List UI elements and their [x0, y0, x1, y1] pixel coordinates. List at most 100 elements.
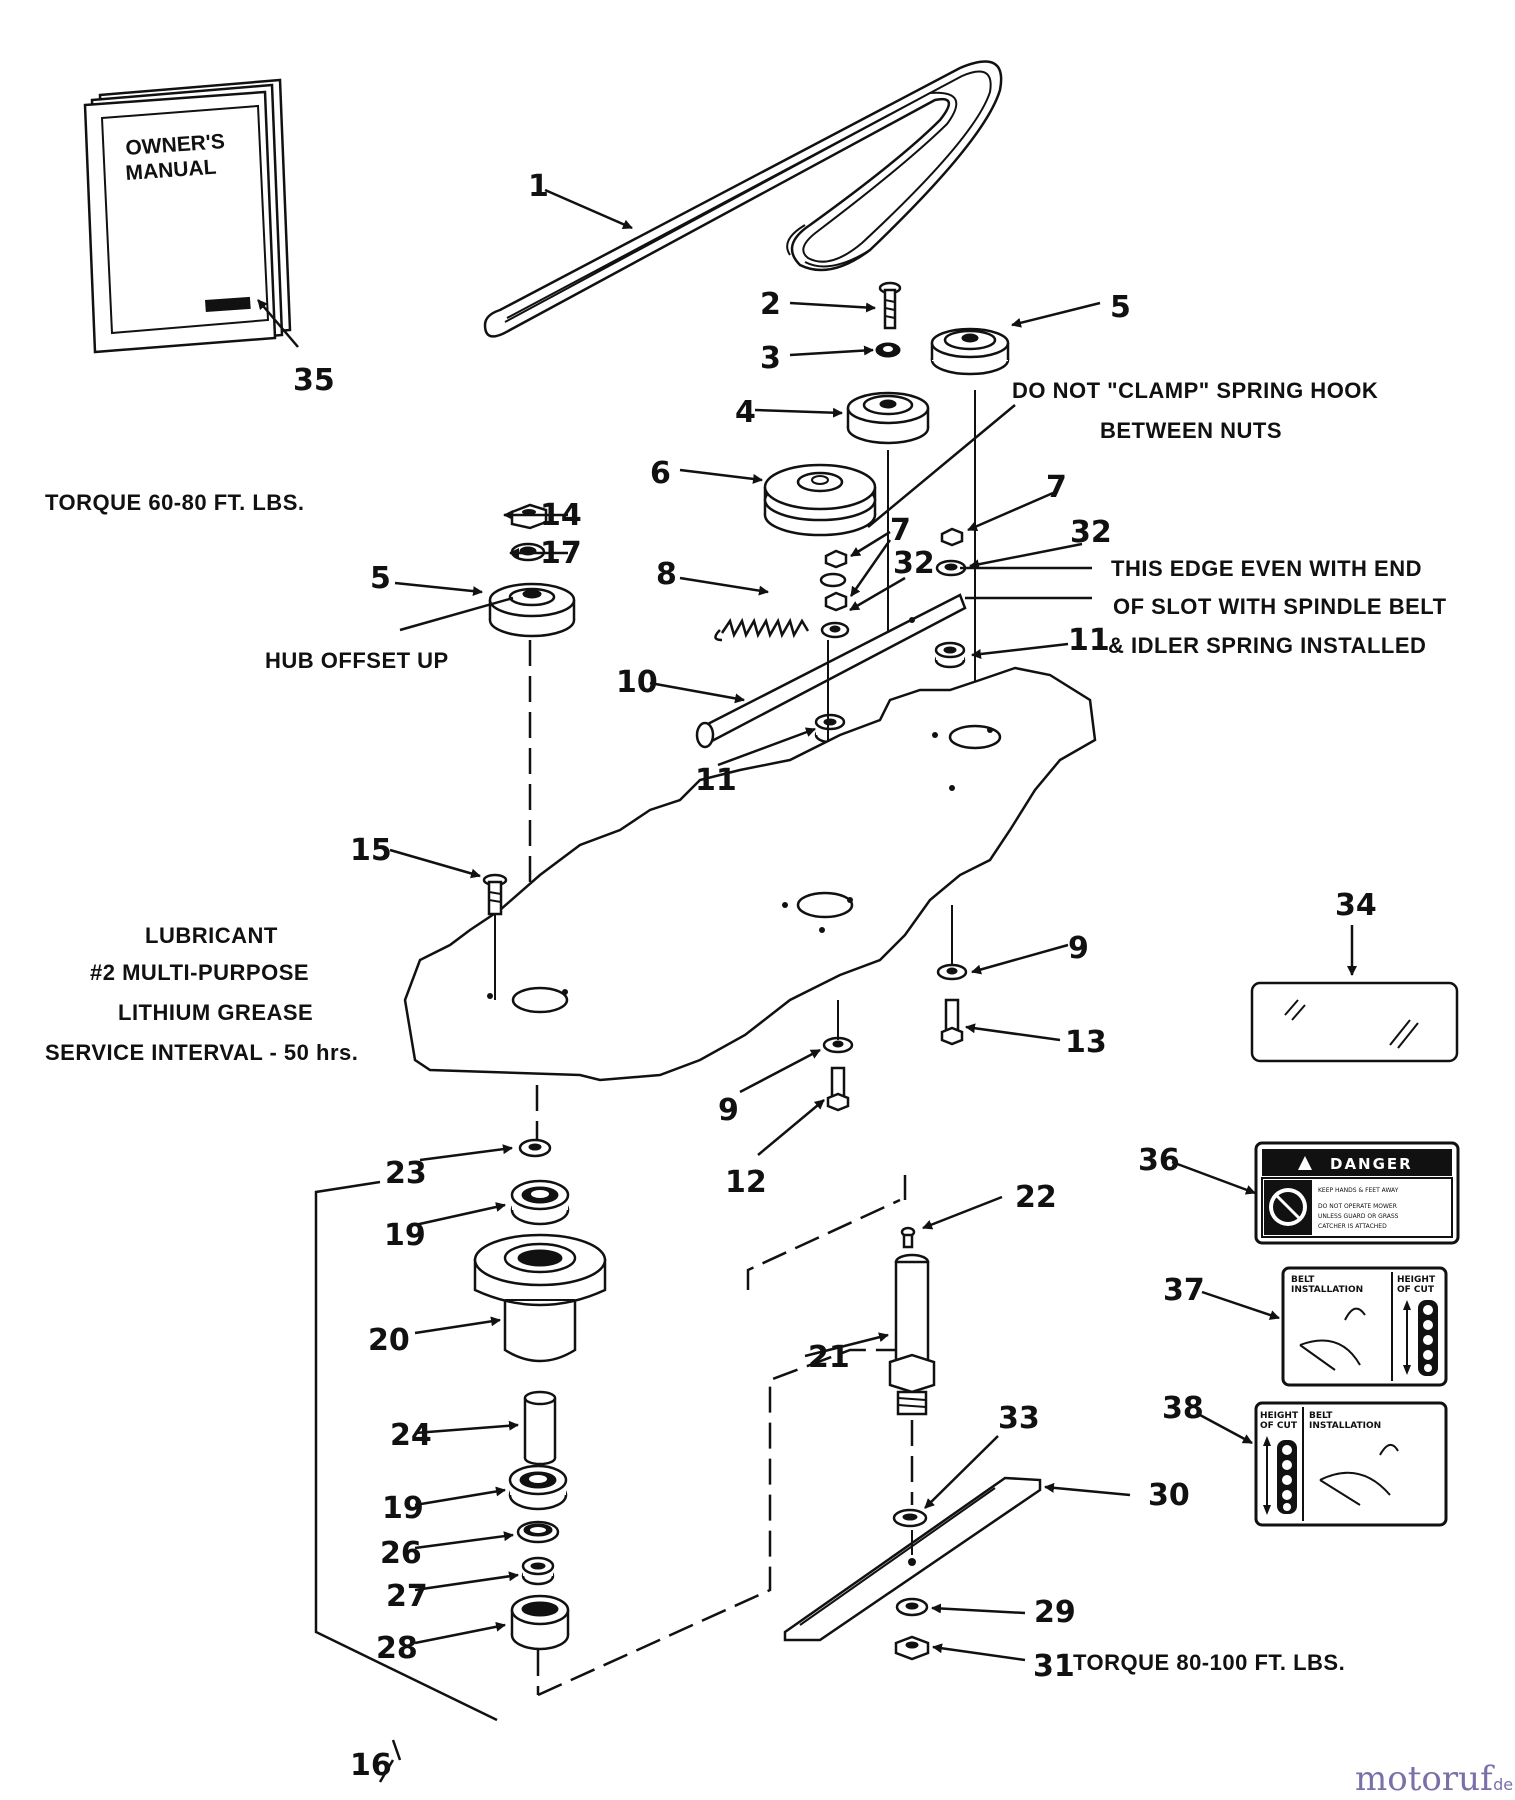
callout-32-right: 32 [1070, 515, 1112, 550]
callout-9-right: 9 [1068, 931, 1089, 966]
danger-line2: DO NOT OPERATE MOWER [1318, 1203, 1397, 1210]
callout-34: 34 [1335, 888, 1377, 923]
callout-7-right: 7 [1046, 470, 1067, 505]
decal-38-installation-label: INSTALLATION [1309, 1421, 1381, 1431]
callout-5-left: 5 [370, 561, 391, 596]
mower-deck [403, 666, 1097, 1082]
bushing-27 [521, 1556, 555, 1586]
callout-17: 17 [540, 536, 582, 571]
callout-24: 24 [390, 1418, 432, 1453]
callout-38: 38 [1162, 1391, 1204, 1426]
callout-28: 28 [376, 1631, 418, 1666]
callout-5-right: 5 [1110, 290, 1131, 325]
callout-11-left: 11 [695, 763, 737, 798]
watermark-tld: .de [1488, 1775, 1513, 1794]
watermark: motoruf .de [1355, 1759, 1513, 1799]
callout-27: 27 [386, 1579, 428, 1614]
pulley-5-right [930, 327, 1010, 376]
bolt-15 [482, 873, 508, 916]
decal-38-belt-label: BELT [1309, 1411, 1333, 1421]
callout-30: 30 [1148, 1478, 1190, 1513]
note-clamp-line1: DO NOT "CLAMP" SPRING HOOK [1012, 378, 1378, 403]
danger-title: DANGER [1330, 1155, 1413, 1173]
callout-19-top: 19 [384, 1218, 426, 1253]
assembly-notes: TORQUE 60-80 FT. LBS. HUB OFFSET UP DO N… [45, 378, 1447, 1675]
callout-6: 6 [650, 456, 671, 491]
blade-30 [783, 1476, 1042, 1642]
spacer-11-right [934, 641, 966, 669]
callout-7-center: 7 [890, 513, 911, 548]
spindle-housing-20 [473, 1233, 607, 1363]
note-lube-line3: LITHIUM GREASE [118, 1000, 313, 1025]
bearing-19-top [510, 1179, 570, 1226]
decal-37-height-label: HEIGHT [1397, 1275, 1436, 1285]
bearing-19-bottom [508, 1464, 568, 1511]
leader-arrows [257, 188, 1357, 1662]
bracket-16 [314, 1180, 498, 1722]
callout-9-center: 9 [718, 1093, 739, 1128]
note-edge-line3: & IDLER SPRING INSTALLED [1108, 633, 1426, 658]
note-edge-line1: THIS EDGE EVEN WITH END [1111, 556, 1422, 581]
decal-38-cut-label: OF CUT [1260, 1421, 1298, 1431]
callout-35: 35 [293, 363, 335, 398]
danger-line3: UNLESS GUARD OR GRASS [1318, 1213, 1399, 1220]
idler-spring-8 [714, 617, 810, 642]
seal-28 [510, 1594, 570, 1651]
callout-31: 31 [1033, 1649, 1075, 1684]
idler-arm-10 [695, 593, 967, 749]
note-torque-top: TORQUE 60-80 FT. LBS. [45, 490, 304, 515]
decal-37-cut-label: OF CUT [1397, 1285, 1435, 1295]
callout-numbers: 1 2 3 4 5 6 7 7 32 32 8 10 11 11 14 17 5… [293, 169, 1377, 1783]
callout-15: 15 [350, 833, 392, 868]
callout-14: 14 [540, 498, 582, 533]
spacer-24 [523, 1390, 557, 1466]
decal-37-installation-label: INSTALLATION [1291, 1285, 1363, 1295]
grease-fitting-22 [900, 1226, 916, 1249]
washer-32-left [819, 572, 847, 588]
washer-29 [895, 1597, 929, 1617]
washer-23 [518, 1138, 552, 1158]
nut-7-right [940, 527, 964, 547]
drive-belt [483, 60, 1003, 338]
nut-14 [510, 503, 548, 530]
note-lube-line4: SERVICE INTERVAL - 50 hrs. [45, 1040, 358, 1065]
bolt-2 [878, 281, 902, 330]
watermark-brand: motoruf [1355, 1759, 1495, 1799]
washer-3 [875, 342, 901, 358]
callout-33: 33 [998, 1401, 1040, 1436]
washer-9-center [822, 1036, 854, 1054]
callout-3: 3 [760, 341, 781, 376]
danger-line4: CATCHER IS ATTACHED [1318, 1223, 1387, 1230]
callout-19-bottom: 19 [382, 1491, 424, 1526]
callout-1: 1 [528, 169, 549, 204]
nuts-7-left [820, 549, 850, 639]
note-torque-bottom: TORQUE 80-100 FT. LBS. [1073, 1650, 1345, 1675]
note-clamp-line2: BETWEEN NUTS [1100, 418, 1282, 443]
note-lube-line2: #2 MULTI-PURPOSE [90, 960, 309, 985]
bolt-12 [826, 1066, 850, 1112]
leader-lines [378, 404, 1092, 1783]
note-hub-offset: HUB OFFSET UP [265, 648, 449, 673]
callout-11-right: 11 [1068, 623, 1110, 658]
seal-26 [516, 1520, 560, 1544]
washer-9-right [936, 963, 968, 981]
callout-21: 21 [808, 1340, 850, 1375]
callout-32-center: 32 [893, 546, 935, 581]
note-edge-line2: OF SLOT WITH SPINDLE BELT [1113, 594, 1447, 619]
callout-26: 26 [380, 1536, 422, 1571]
pulley-5-left [488, 582, 576, 638]
callout-16: 16 [350, 1748, 392, 1783]
note-lube-line1: LUBRICANT [145, 923, 278, 948]
decal-38-height-label: HEIGHT [1260, 1411, 1299, 1421]
washer-33 [892, 1508, 928, 1528]
decal-37-belt-label: BELT [1291, 1275, 1315, 1285]
callout-37: 37 [1163, 1273, 1205, 1308]
callout-13: 13 [1065, 1025, 1107, 1060]
callout-36: 36 [1138, 1143, 1180, 1178]
decal-37-belt-install: BELT INSTALLATION HEIGHT OF CUT [1281, 1266, 1448, 1387]
pulley-4 [846, 391, 930, 445]
callout-10: 10 [616, 665, 658, 700]
danger-line1: KEEP HANDS & FEET AWAY [1318, 1187, 1399, 1194]
callout-12: 12 [725, 1165, 767, 1200]
